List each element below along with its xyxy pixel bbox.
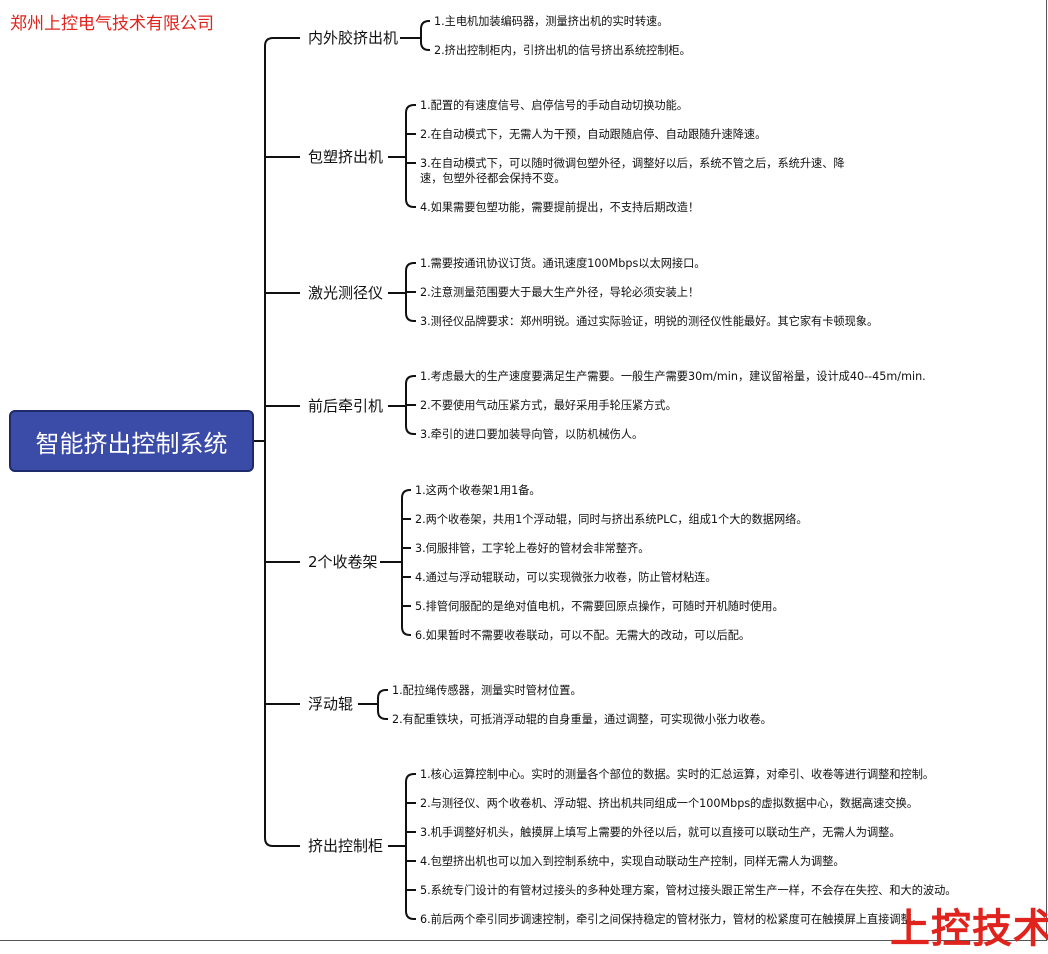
- branch-3-item-3: 3.牵引的进口要加装导向管，以防机械伤人。: [420, 428, 644, 441]
- branch-6-item-1: 1.核心运算控制中心。实时的测量各个部位的数据。实时的汇总运算，对牵引、收卷等进…: [420, 768, 935, 781]
- branch-6-item-3: 3.机手调整好机头，触摸屏上填写上需要的外径以后，就可以直接可以联动生产，无需人…: [420, 826, 901, 839]
- company-name: 郑州上控电气技术有限公司: [10, 14, 214, 34]
- root-node: 智能挤出控制系统: [9, 410, 254, 472]
- branch-label-coating-extruder: 包塑挤出机: [308, 148, 384, 166]
- bracket-tick-3-2: [405, 425, 416, 435]
- bracket-tick-5-0: [377, 689, 388, 699]
- branch-0-item-2: 2.挤出控制柜内，引挤出机的信号挤出系统控制柜。: [434, 44, 691, 57]
- bracket-tick-2-2: [405, 312, 416, 322]
- branch-1-item-3: 3.在自动模式下，可以随时微调包塑外径，调整好以后，系统不管之后，系统升速、降速…: [420, 157, 845, 185]
- bracket-tick-1-0: [405, 104, 416, 114]
- branch-5-item-1: 1.配拉绳传感器，测量实时管材位置。: [392, 684, 582, 697]
- branch-2-item-2: 2.注意测量范围要大于最大生产外径，导轮必须安装上！: [420, 286, 700, 299]
- bracket-tick-4-5: [401, 626, 411, 636]
- branch-6-item-2: 2.与测径仪、两个收卷机、浮动辊、挤出机共同组成一个100Mbps的虚拟数据中心…: [420, 797, 919, 810]
- branch-label-haul-off: 前后牵引机: [308, 397, 384, 415]
- branch-label-dancer: 浮动辊: [308, 695, 354, 713]
- bracket-tick-0-0: [420, 20, 430, 30]
- branch-4-item-5: 5.排管伺服配的是绝对值电机，不需要回原点操作，可随时开机随时使用。: [415, 600, 784, 613]
- branch-4-item-2: 2.两个收卷架，共用1个浮动辊，同时与挤出系统PLC，组成1个大的数据网络。: [415, 513, 808, 526]
- branch-5-item-2: 2.有配重铁块，可抵消浮动辊的自身重量，通过调整，可实现微小张力收卷。: [392, 713, 772, 726]
- branch-1-item-4: 4.如果需要包塑功能，需要提前提出，不支持后期改造！: [420, 201, 700, 214]
- branch-6-item-5: 5.系统专门设计的有管材过接头的多种处理方案，管材过接头跟正常生产一样，不会存在…: [420, 884, 957, 897]
- bracket-tick-0-1: [420, 41, 430, 51]
- bracket-tick-6-0: [405, 773, 416, 783]
- branch-label-winders: 2个收卷架: [308, 553, 378, 571]
- branch-connector-6: [264, 837, 300, 847]
- branch-label-laser-gauge: 激光测径仪: [308, 284, 384, 302]
- watermark-logo: 上控技术: [890, 906, 1048, 952]
- bracket-tick-6-5: [405, 910, 416, 920]
- branch-3-item-2: 2.不要使用气动压紧方式，最好采用手轮压紧方式。: [420, 399, 677, 412]
- branch-4-item-4: 4.通过与浮动辊联动，可以实现微张力收卷，防止管材粘连。: [415, 571, 717, 584]
- branch-3-item-1: 1.考虑最大的生产速度要满足生产需要。一般生产需要30m/min，建议留裕量，设…: [420, 370, 926, 383]
- branch-6-item-4: 4.包塑挤出机也可以加入到控制系统中，实现自动联动生产控制，同样无需人为调整。: [420, 855, 845, 868]
- bracket-tick-1-3: [405, 198, 416, 208]
- branch-4-item-1: 1.这两个收卷架1用1备。: [415, 484, 541, 497]
- branch-1-item-1: 1.配置的有速度信号、启停信号的手动自动切换功能。: [420, 99, 688, 112]
- branch-2-item-3: 3.测径仪品牌要求：郑州明锐。通过实际验证，明锐的测径仪性能最好。其它家有卡顿现…: [420, 315, 879, 328]
- bracket-tick-4-0: [401, 489, 411, 499]
- branch-0-item-1: 1.主电机加装编码器，测量挤出机的实时转速。: [434, 15, 669, 28]
- bracket-tick-5-1: [377, 710, 388, 720]
- branch-6-item-6: 6.前后两个牵引同步调速控制，牵引之间保持稳定的管材张力，管材的松紧度可在触摸屏…: [420, 913, 923, 926]
- branch-1-item-2: 2.在自动模式下，无需人为干预，自动跟随启停、自动跟随升速降速。: [420, 128, 767, 141]
- branch-label-extruder-inner-outer: 内外胶挤出机: [308, 29, 399, 47]
- branch-4-item-3: 3.伺服排管，工字轮上卷好的管材会非常整齐。: [415, 542, 650, 555]
- branch-2-item-1: 1.需要按通讯协议订货。通讯速度100Mbps以太网接口。: [420, 257, 706, 270]
- bracket-tick-3-0: [405, 375, 416, 385]
- branch-connector-0: [264, 37, 300, 47]
- branch-4-item-6: 6.如果暂时不需要收卷联动，可以不配。无需大的改动，可以后配。: [415, 629, 751, 642]
- bracket-tick-2-0: [405, 262, 416, 272]
- branch-label-control-cabinet: 挤出控制柜: [308, 837, 384, 855]
